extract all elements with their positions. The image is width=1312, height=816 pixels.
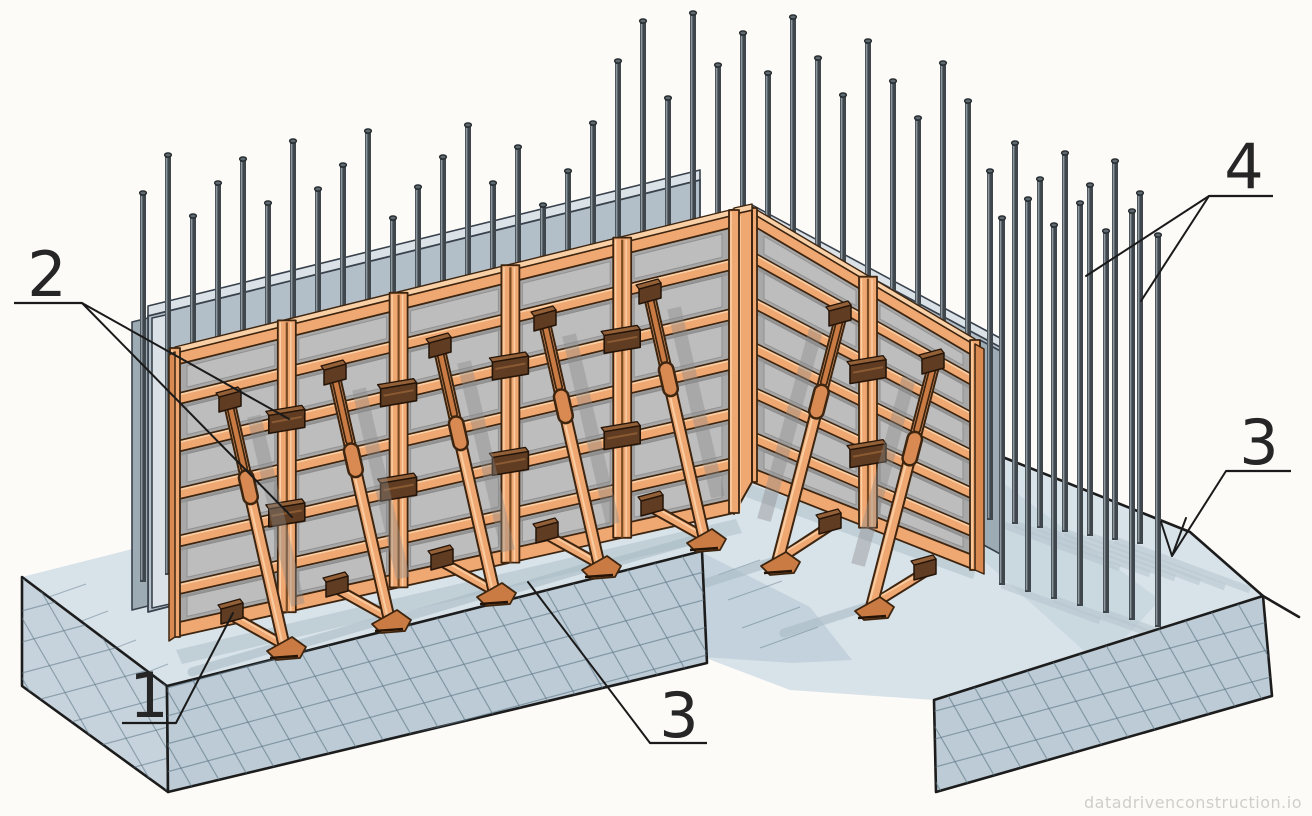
watermark-text: datadrivenconstruction.io bbox=[1084, 793, 1302, 812]
callout-leader-3-bottom bbox=[527, 581, 707, 745]
rebar-rod bbox=[1110, 158, 1120, 540]
brace-bracket-top bbox=[918, 348, 945, 360]
rebar-rod bbox=[1153, 232, 1163, 627]
brace-bracket-top bbox=[910, 554, 937, 566]
rebar-rod bbox=[1127, 208, 1137, 620]
rebar-rod bbox=[1060, 150, 1070, 532]
wall-base-shadow bbox=[746, 484, 977, 579]
brace-bracket-top bbox=[637, 490, 664, 502]
brace-bracket-top bbox=[217, 598, 244, 610]
rebar-rod bbox=[1135, 190, 1145, 544]
rebar-rod bbox=[985, 168, 995, 520]
panel-clamp-top bbox=[265, 404, 306, 417]
brace-bracket-top bbox=[530, 305, 557, 317]
push-pull-prop bbox=[635, 278, 727, 553]
push-pull-prop bbox=[425, 332, 517, 607]
plywood-inset bbox=[410, 288, 499, 334]
panel-clamp-top bbox=[376, 378, 418, 390]
panel-clamp-top bbox=[846, 354, 887, 367]
panel-clamp-top bbox=[600, 324, 641, 336]
brace-bracket-top bbox=[825, 300, 852, 312]
rebar-rod bbox=[1049, 222, 1059, 599]
brace-layer bbox=[215, 278, 945, 661]
panel-clamp-top bbox=[488, 351, 530, 363]
rebar-rod bbox=[163, 152, 173, 575]
brace-bracket-top bbox=[427, 544, 454, 556]
plywood-inset bbox=[763, 235, 857, 307]
callout-leader-3-right bbox=[1160, 469, 1291, 557]
plywood-inset bbox=[521, 261, 611, 307]
push-pull-prop bbox=[851, 348, 945, 621]
brace-bracket-top bbox=[532, 517, 559, 529]
brace-bracket-top bbox=[635, 278, 662, 290]
callout-leader-layer bbox=[14, 194, 1291, 745]
push-pull-prop bbox=[530, 305, 622, 580]
callout-leader-4 bbox=[1085, 194, 1273, 302]
callout-leader-2 bbox=[14, 301, 293, 518]
panel-clamp-top bbox=[846, 438, 887, 451]
rebar-rod bbox=[1023, 196, 1033, 592]
panel-clamp-top bbox=[376, 472, 418, 484]
panel-clamp-top bbox=[600, 420, 641, 433]
plywood-inset bbox=[186, 343, 276, 388]
callout-number-1: 1 bbox=[129, 659, 168, 732]
rebar-rod bbox=[1101, 228, 1111, 613]
callout-number-4: 4 bbox=[1224, 130, 1263, 203]
callout-number-2: 2 bbox=[27, 238, 66, 311]
rebar-rod bbox=[997, 215, 1007, 585]
brace-bracket-top bbox=[815, 508, 842, 520]
panel-clamp-top bbox=[265, 498, 306, 510]
push-pull-prop bbox=[215, 386, 307, 661]
panel-clamp-top bbox=[488, 446, 530, 459]
wall-end-sliver bbox=[974, 343, 985, 575]
plywood-inset bbox=[633, 233, 723, 280]
brace-bracket-top bbox=[320, 359, 347, 371]
callout-number-3-right: 3 bbox=[1239, 406, 1278, 479]
plywood-inset bbox=[298, 316, 388, 361]
rebar-rod bbox=[1085, 182, 1095, 536]
rebar-rod bbox=[1075, 200, 1085, 606]
push-pull-prop bbox=[320, 359, 412, 634]
rebar-rod bbox=[1035, 176, 1045, 528]
push-pull-prop bbox=[757, 300, 852, 576]
foundation-corner-shadow bbox=[703, 553, 852, 663]
callout-number-3-bottom: 3 bbox=[659, 679, 698, 752]
rebar-rod bbox=[1010, 140, 1020, 524]
brace-bracket-top bbox=[425, 332, 452, 344]
rebar-rod bbox=[138, 190, 148, 582]
brace-bracket-top bbox=[322, 571, 349, 583]
formwork-wall-right bbox=[746, 206, 981, 571]
callout-leader-1 bbox=[122, 612, 234, 725]
